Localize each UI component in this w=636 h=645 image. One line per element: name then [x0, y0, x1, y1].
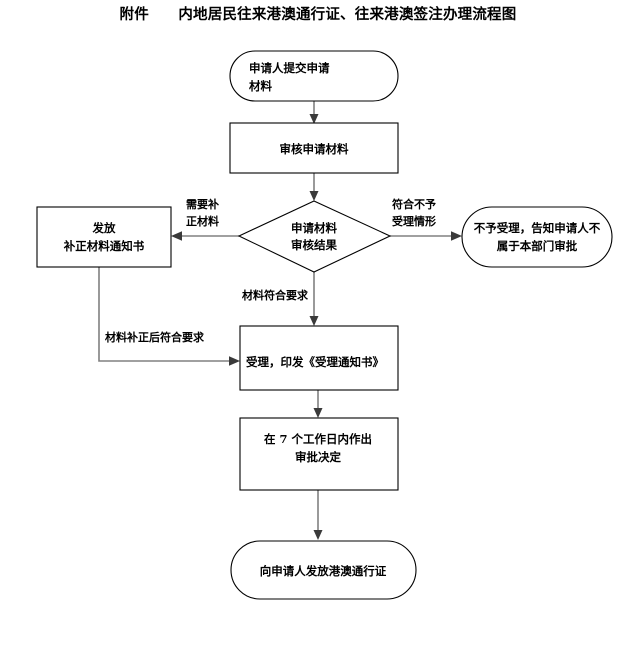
edge-label-not-accepted-line-2: 受理情形 [392, 214, 436, 228]
connector-accept-to-decide [313, 390, 323, 418]
node-supplement-line-1: 发放 [92, 221, 116, 235]
node-reject-line-2: 属于本部门审批 [497, 239, 578, 253]
node-decide[interactable]: 在 7 个工作日内作出 审批决定 [239, 417, 399, 491]
node-reject-line-1: 不予受理，告知申请人不 [474, 221, 601, 235]
edge-label-not-accepted-line-1: 符合不予 [392, 197, 436, 211]
decide-prefix: 在 [264, 432, 280, 446]
edge-label-need-supplement-line-2: 正材料 [186, 214, 219, 228]
node-review[interactable]: 审核申请材料 [229, 122, 399, 174]
decide-suffix: 个工作日内作出 [288, 432, 373, 446]
edge-label-need-supplement-line-1: 需要补 [186, 197, 219, 211]
node-start-line-1: 申请人提交申请 [249, 61, 330, 75]
node-start-line-2: 材料 [249, 79, 272, 93]
page-title: 附件 内地居民往来港澳通行证、往来港澳签注办理流程图 [119, 7, 517, 23]
node-decide-line-1: 在 7 个工作日内作出 [264, 432, 372, 446]
node-accept-line-1: 受理，印发《受理通知书》 [246, 355, 384, 369]
node-decision-line-1: 申请材料 [291, 221, 337, 235]
node-issue[interactable]: 向申请人发放港澳通行证 [230, 540, 417, 600]
node-supplement-line-2: 补正材料通知书 [63, 239, 145, 253]
connector-decision-to-supplement [171, 231, 239, 241]
connector-supplement-to-accept [98, 267, 240, 366]
node-decide-line-2: 审批决定 [295, 450, 341, 464]
edge-label-meets-requirement-line-1: 材料符合要求 [242, 288, 309, 302]
edge-label-supplemented-ok: 材料补正后符合要求 [105, 330, 205, 344]
edge-label-need-supplement: 需要补 正材料 [186, 197, 219, 228]
node-issue-line-1: 向申请人发放港澳通行证 [260, 564, 387, 578]
connector-decide-to-issue [313, 490, 323, 540]
edge-label-not-accepted: 符合不予 受理情形 [392, 197, 436, 228]
connector-decision-to-accept [309, 272, 319, 326]
node-start[interactable]: 申请人提交申请 材料 [229, 50, 399, 102]
node-review-line-1: 审核申请材料 [280, 142, 349, 156]
connector-decision-to-reject [390, 231, 462, 241]
connector-start-to-review [309, 100, 319, 124]
edge-label-meets-requirement: 材料符合要求 [242, 288, 309, 302]
connector-review-to-decision [309, 173, 319, 201]
node-decision[interactable]: 申请材料 审核结果 [237, 200, 392, 273]
node-reject[interactable]: 不予受理，告知申请人不 属于本部门审批 [461, 206, 613, 268]
node-supplement[interactable]: 发放 补正材料通知书 [36, 206, 172, 268]
decide-days-number: 7 [279, 432, 287, 446]
edge-label-supplemented-ok-line-1: 材料补正后符合要求 [105, 330, 205, 344]
node-decision-line-2: 审核结果 [291, 238, 337, 252]
node-accept[interactable]: 受理，印发《受理通知书》 [239, 325, 399, 391]
